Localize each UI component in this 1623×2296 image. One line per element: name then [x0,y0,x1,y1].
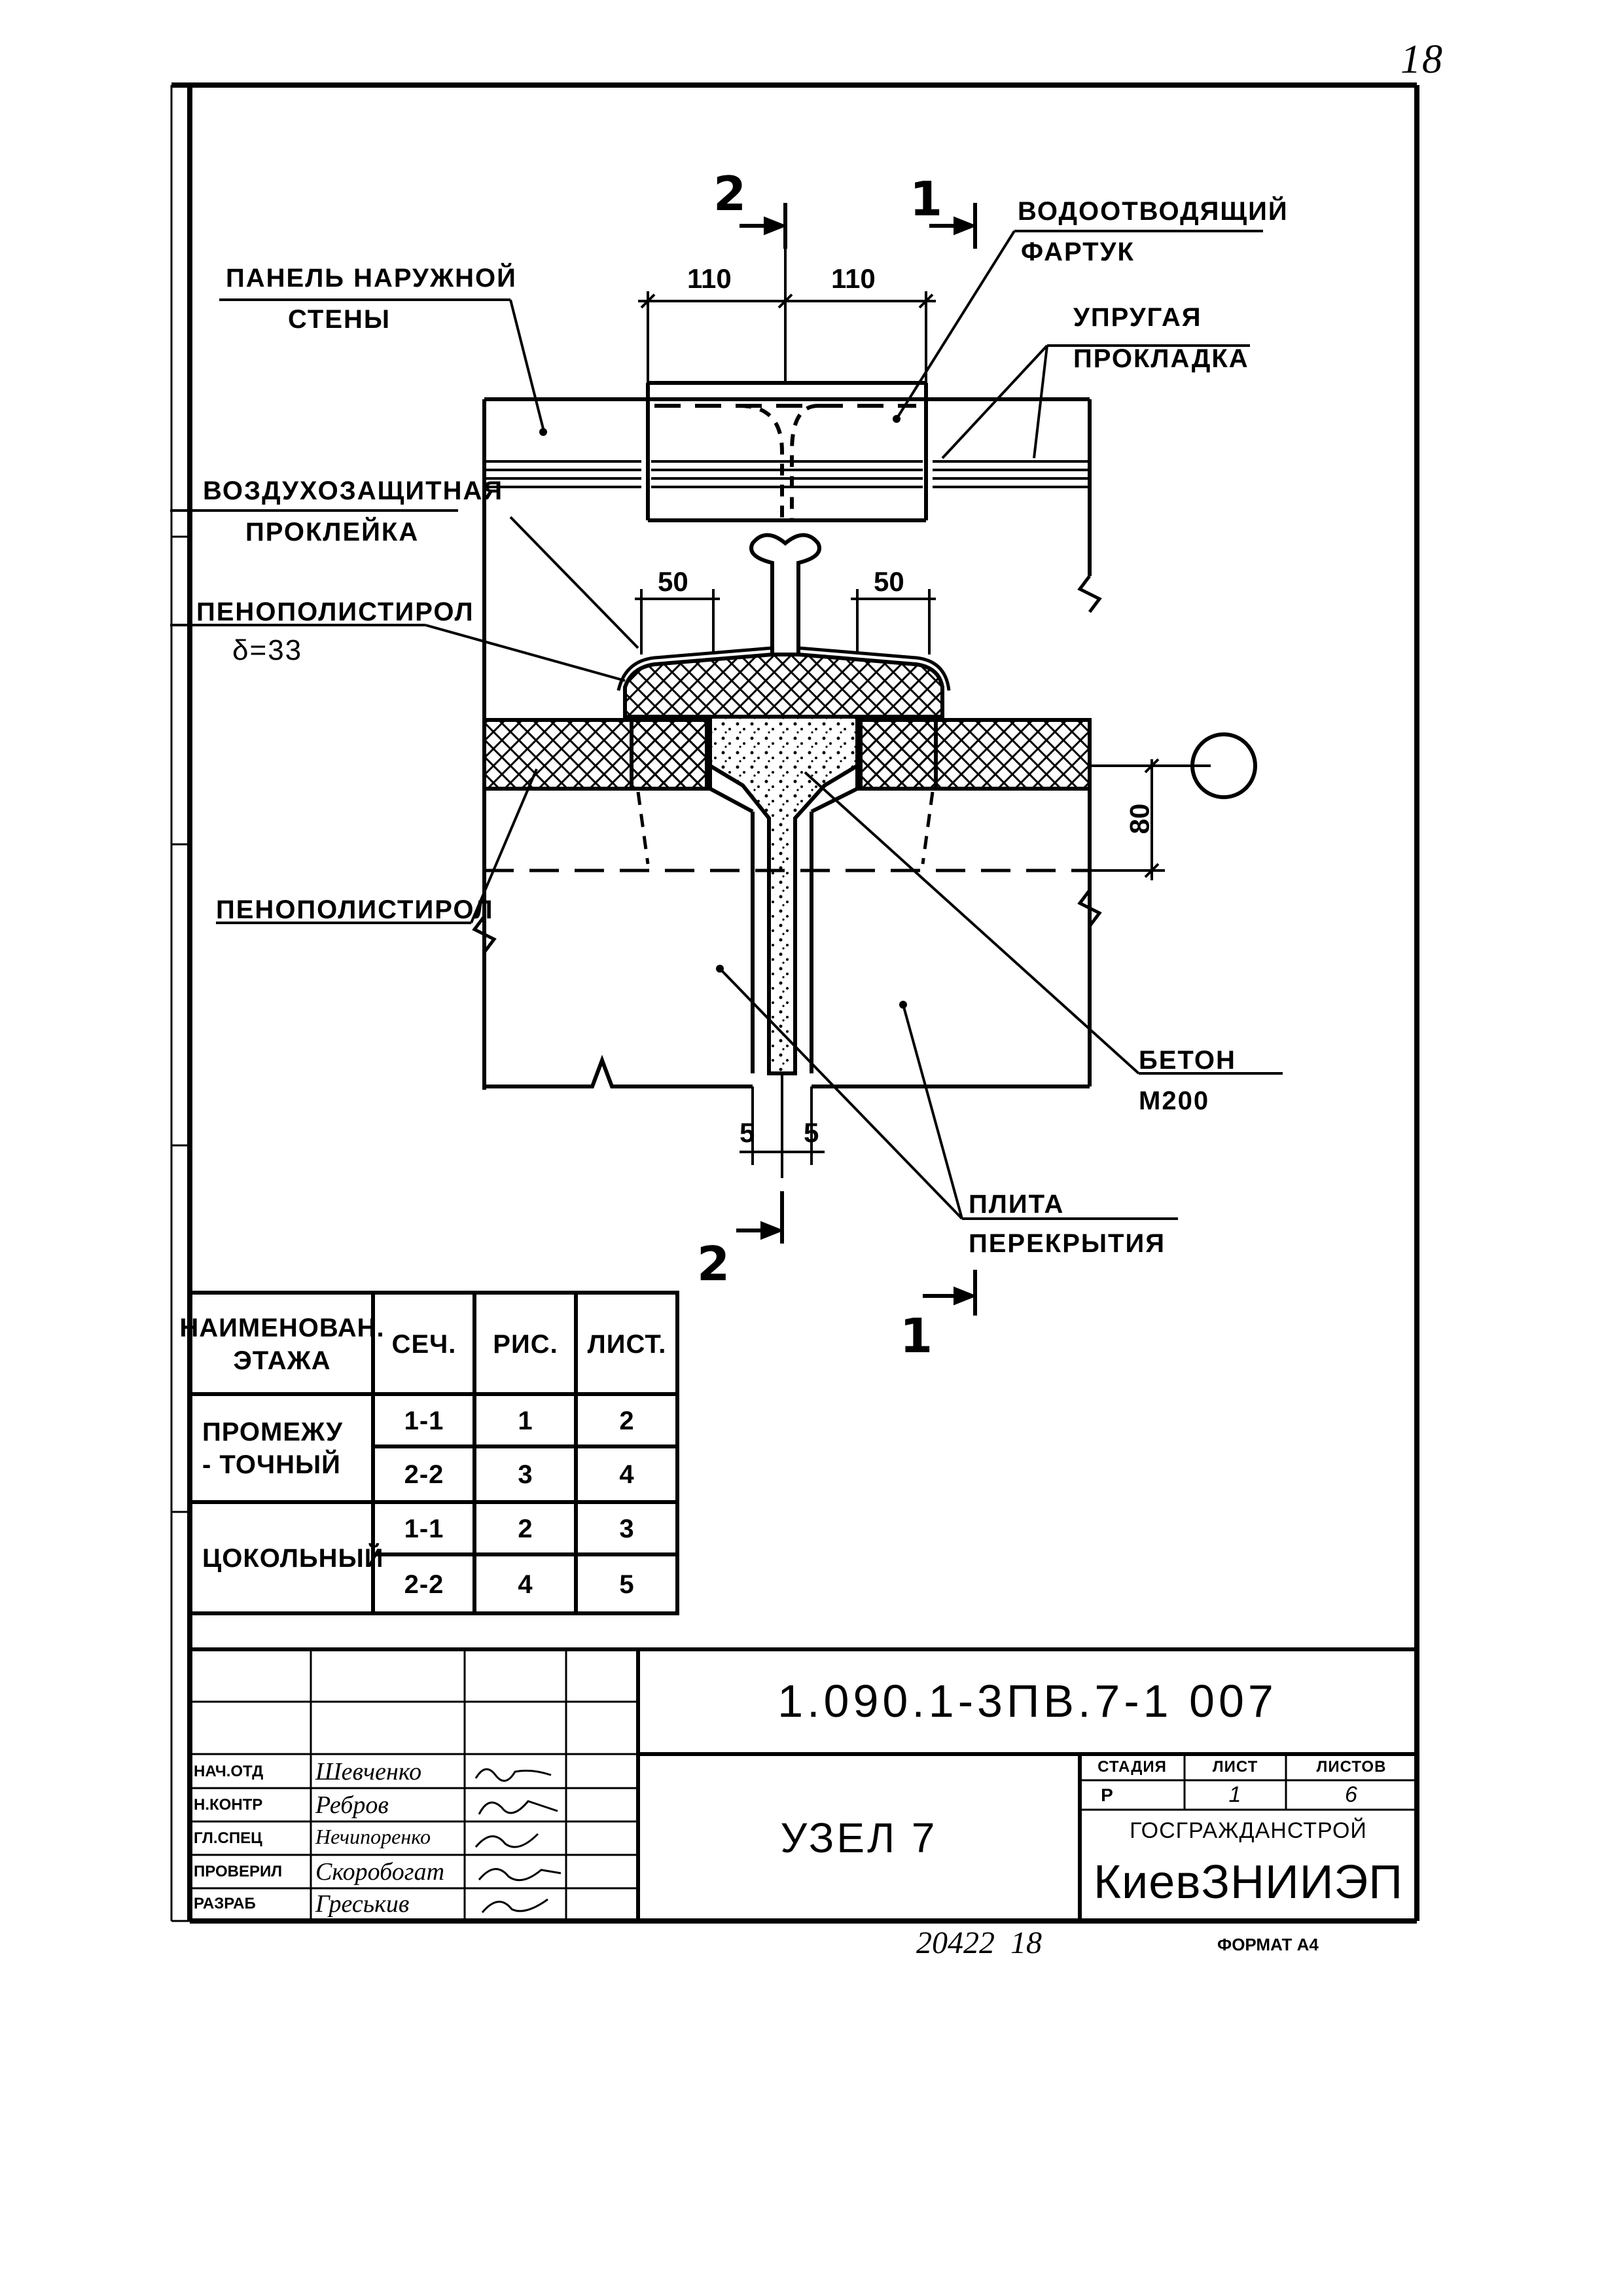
label-drainage-apron-1: ВОДООТВОДЯЩИЙ [1018,197,1289,226]
table-cell: 3 [518,1460,533,1489]
section-mark-1-top: 1 [910,171,943,226]
sheets-header: ЛИСТОВ [1316,1758,1387,1776]
table-header-section: СЕЧ. [391,1329,457,1359]
table-group-basement: ЦОКОЛЬНЫЙ [202,1543,384,1573]
dim-height-80: 80 [1124,803,1155,834]
label-concrete-1: БЕТОН [1139,1046,1236,1075]
airproof-strip [616,646,951,691]
table-cell: 2-2 [404,1570,444,1599]
table-cell: 1 [518,1406,533,1435]
table-cell: 4 [518,1570,533,1599]
stage-header: СТАДИЯ [1097,1758,1167,1776]
sheet-frame [170,82,1419,1924]
foam-insulation-top [623,653,944,719]
table-cell: 2 [619,1406,635,1435]
table-cell: 3 [619,1514,635,1543]
table-cell: 5 [619,1570,635,1599]
leader-lines [170,230,1283,1220]
table-cell: 1-1 [404,1406,444,1435]
page-number: 18 [1400,37,1444,82]
label-foam-delta-1: ПЕНОПОЛИСТИРОЛ [196,598,474,626]
table-cell: 1-1 [404,1514,444,1543]
section-mark-2-bottom: 2 [697,1236,730,1291]
staff-name: Нечипоренко [315,1825,431,1848]
slab-key [749,533,821,656]
schedule-table-grid [188,1291,679,1615]
label-outer-panel-1: ПАНЕЛЬ НАРУЖНОЙ [226,264,517,293]
sheets-value: 6 [1345,1782,1358,1807]
table-header-floor: НАИМЕНОВАН. ЭТАЖА [179,1313,385,1375]
staff-name: Скоробогат [315,1858,445,1886]
staff-role: НАЧ.ОТД [194,1763,264,1780]
table-cell: 2-2 [404,1460,444,1489]
sheet-value: 1 [1228,1782,1242,1807]
staff-name: Ребров [315,1791,389,1819]
floor-slabs [484,787,1092,1088]
dim-left-50: 50 [658,566,688,597]
inventory-number: 20422 18 [916,1926,1042,1960]
staff-name: Греськив [315,1890,410,1918]
section-cuts [736,203,978,1316]
label-foam-delta-2: δ=33 [232,634,303,666]
detail-circle-marker [1190,732,1257,799]
label-foam: ПЕНОПОЛИСТИРОЛ [216,895,494,924]
label-elastic-gasket-1: УПРУГАЯ [1073,303,1202,332]
signatures [474,1768,562,1913]
table-header-figure: РИС. [493,1329,558,1359]
sheet-header: ЛИСТ [1212,1758,1258,1776]
label-airproof-2: ПРОКЛЕЙКА [245,518,419,547]
dim-gap-right-5: 5 [804,1117,819,1148]
document-code: 1.090.1-3ПВ.7-1 007 [777,1676,1277,1727]
stage-value: Р [1101,1784,1114,1805]
staff-role: РАЗРАБ [194,1895,256,1912]
section-mark-1-bottom: 1 [900,1308,933,1363]
section-mark-2-top: 2 [713,166,747,221]
staff-role: ГЛ.СПЕЦ [194,1829,262,1847]
label-slab-1: ПЛИТА [969,1190,1065,1219]
break-marks [472,575,1102,954]
label-slab-2: ПЕРЕКРЫТИЯ [969,1229,1166,1258]
label-concrete-2: М200 [1139,1086,1210,1115]
dim-left-110: 110 [687,263,732,294]
paper-format: ФОРМАТ А4 [1217,1935,1319,1954]
dim-right-50: 50 [874,566,904,597]
drawing-title: УЗЕЛ 7 [780,1814,938,1861]
elastic-gasket [484,460,1090,488]
staff-name: Шевченко [315,1758,422,1785]
table-header-sheet: ЛИСТ. [587,1329,667,1359]
leader-dots [539,415,907,1009]
staff-role: ПРОВЕРИЛ [194,1863,283,1880]
staff-role: Н.КОНТР [194,1796,263,1814]
organization-line2: КиевЗНИИЭП [1094,1856,1403,1909]
label-outer-panel-2: СТЕНЫ [288,305,391,334]
dim-right-110: 110 [831,263,876,294]
label-elastic-gasket-2: ПРОКЛАДКА [1073,344,1249,373]
concrete-fill [708,715,859,1075]
drainage-apron [654,404,916,520]
table-cell: 2 [518,1514,533,1543]
title-block-grid [190,1647,1417,1921]
dashed-outline [484,791,1090,872]
dim-gap-left-5: 5 [740,1117,755,1148]
label-drainage-apron-2: ФАРТУК [1021,238,1135,266]
label-airproof-1: ВОЗДУХОЗАЩИТНАЯ [203,476,504,505]
table-group-intermediate: ПРОМЕЖУ - ТОЧНЫЙ [202,1418,344,1479]
foam-block-left [630,715,712,791]
organization-line1: ГОСГРАЖДАНСТРОЙ [1130,1818,1367,1843]
table-cell: 4 [619,1460,635,1489]
foam-block-right [855,715,938,791]
